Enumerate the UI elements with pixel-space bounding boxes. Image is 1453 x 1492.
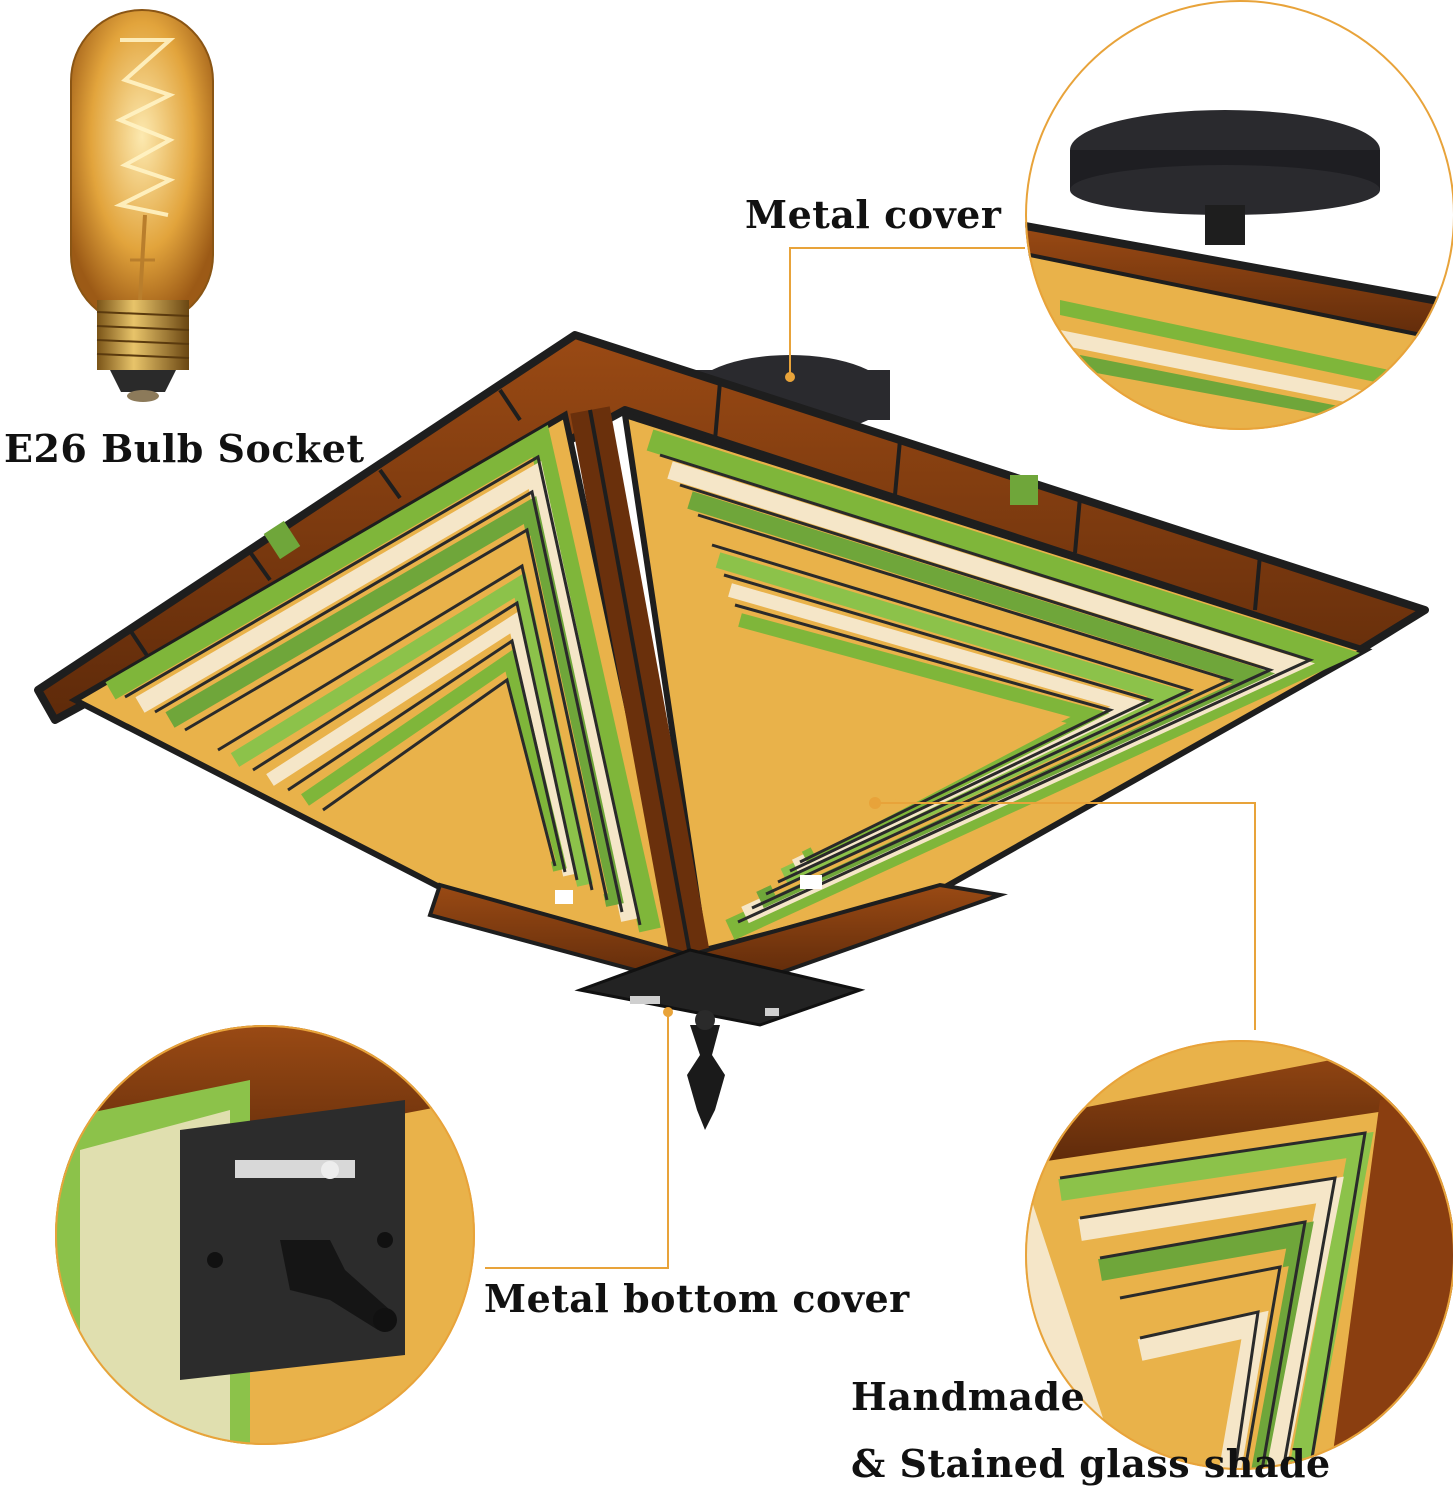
bulb-socket-label: E26 Bulb Socket <box>4 426 365 471</box>
detail-inset-icon <box>1025 0 1453 430</box>
bottom-cover-label: Metal bottom cover <box>484 1276 910 1321</box>
left-face-pattern <box>104 422 661 933</box>
callout-lines <box>485 247 1256 1269</box>
detail-inset-icon <box>55 1025 475 1445</box>
edison-bulb-icon <box>70 9 214 402</box>
stained-glass-lamp-icon <box>34 331 1429 1130</box>
stained-glass-label: & Stained glass shade <box>851 1441 1331 1486</box>
handmade-label: Handmade <box>851 1374 1086 1419</box>
right-face-pattern <box>646 429 1361 940</box>
metal-cover-label: Metal cover <box>745 192 1002 237</box>
detail-inset-icon <box>1025 1040 1453 1470</box>
